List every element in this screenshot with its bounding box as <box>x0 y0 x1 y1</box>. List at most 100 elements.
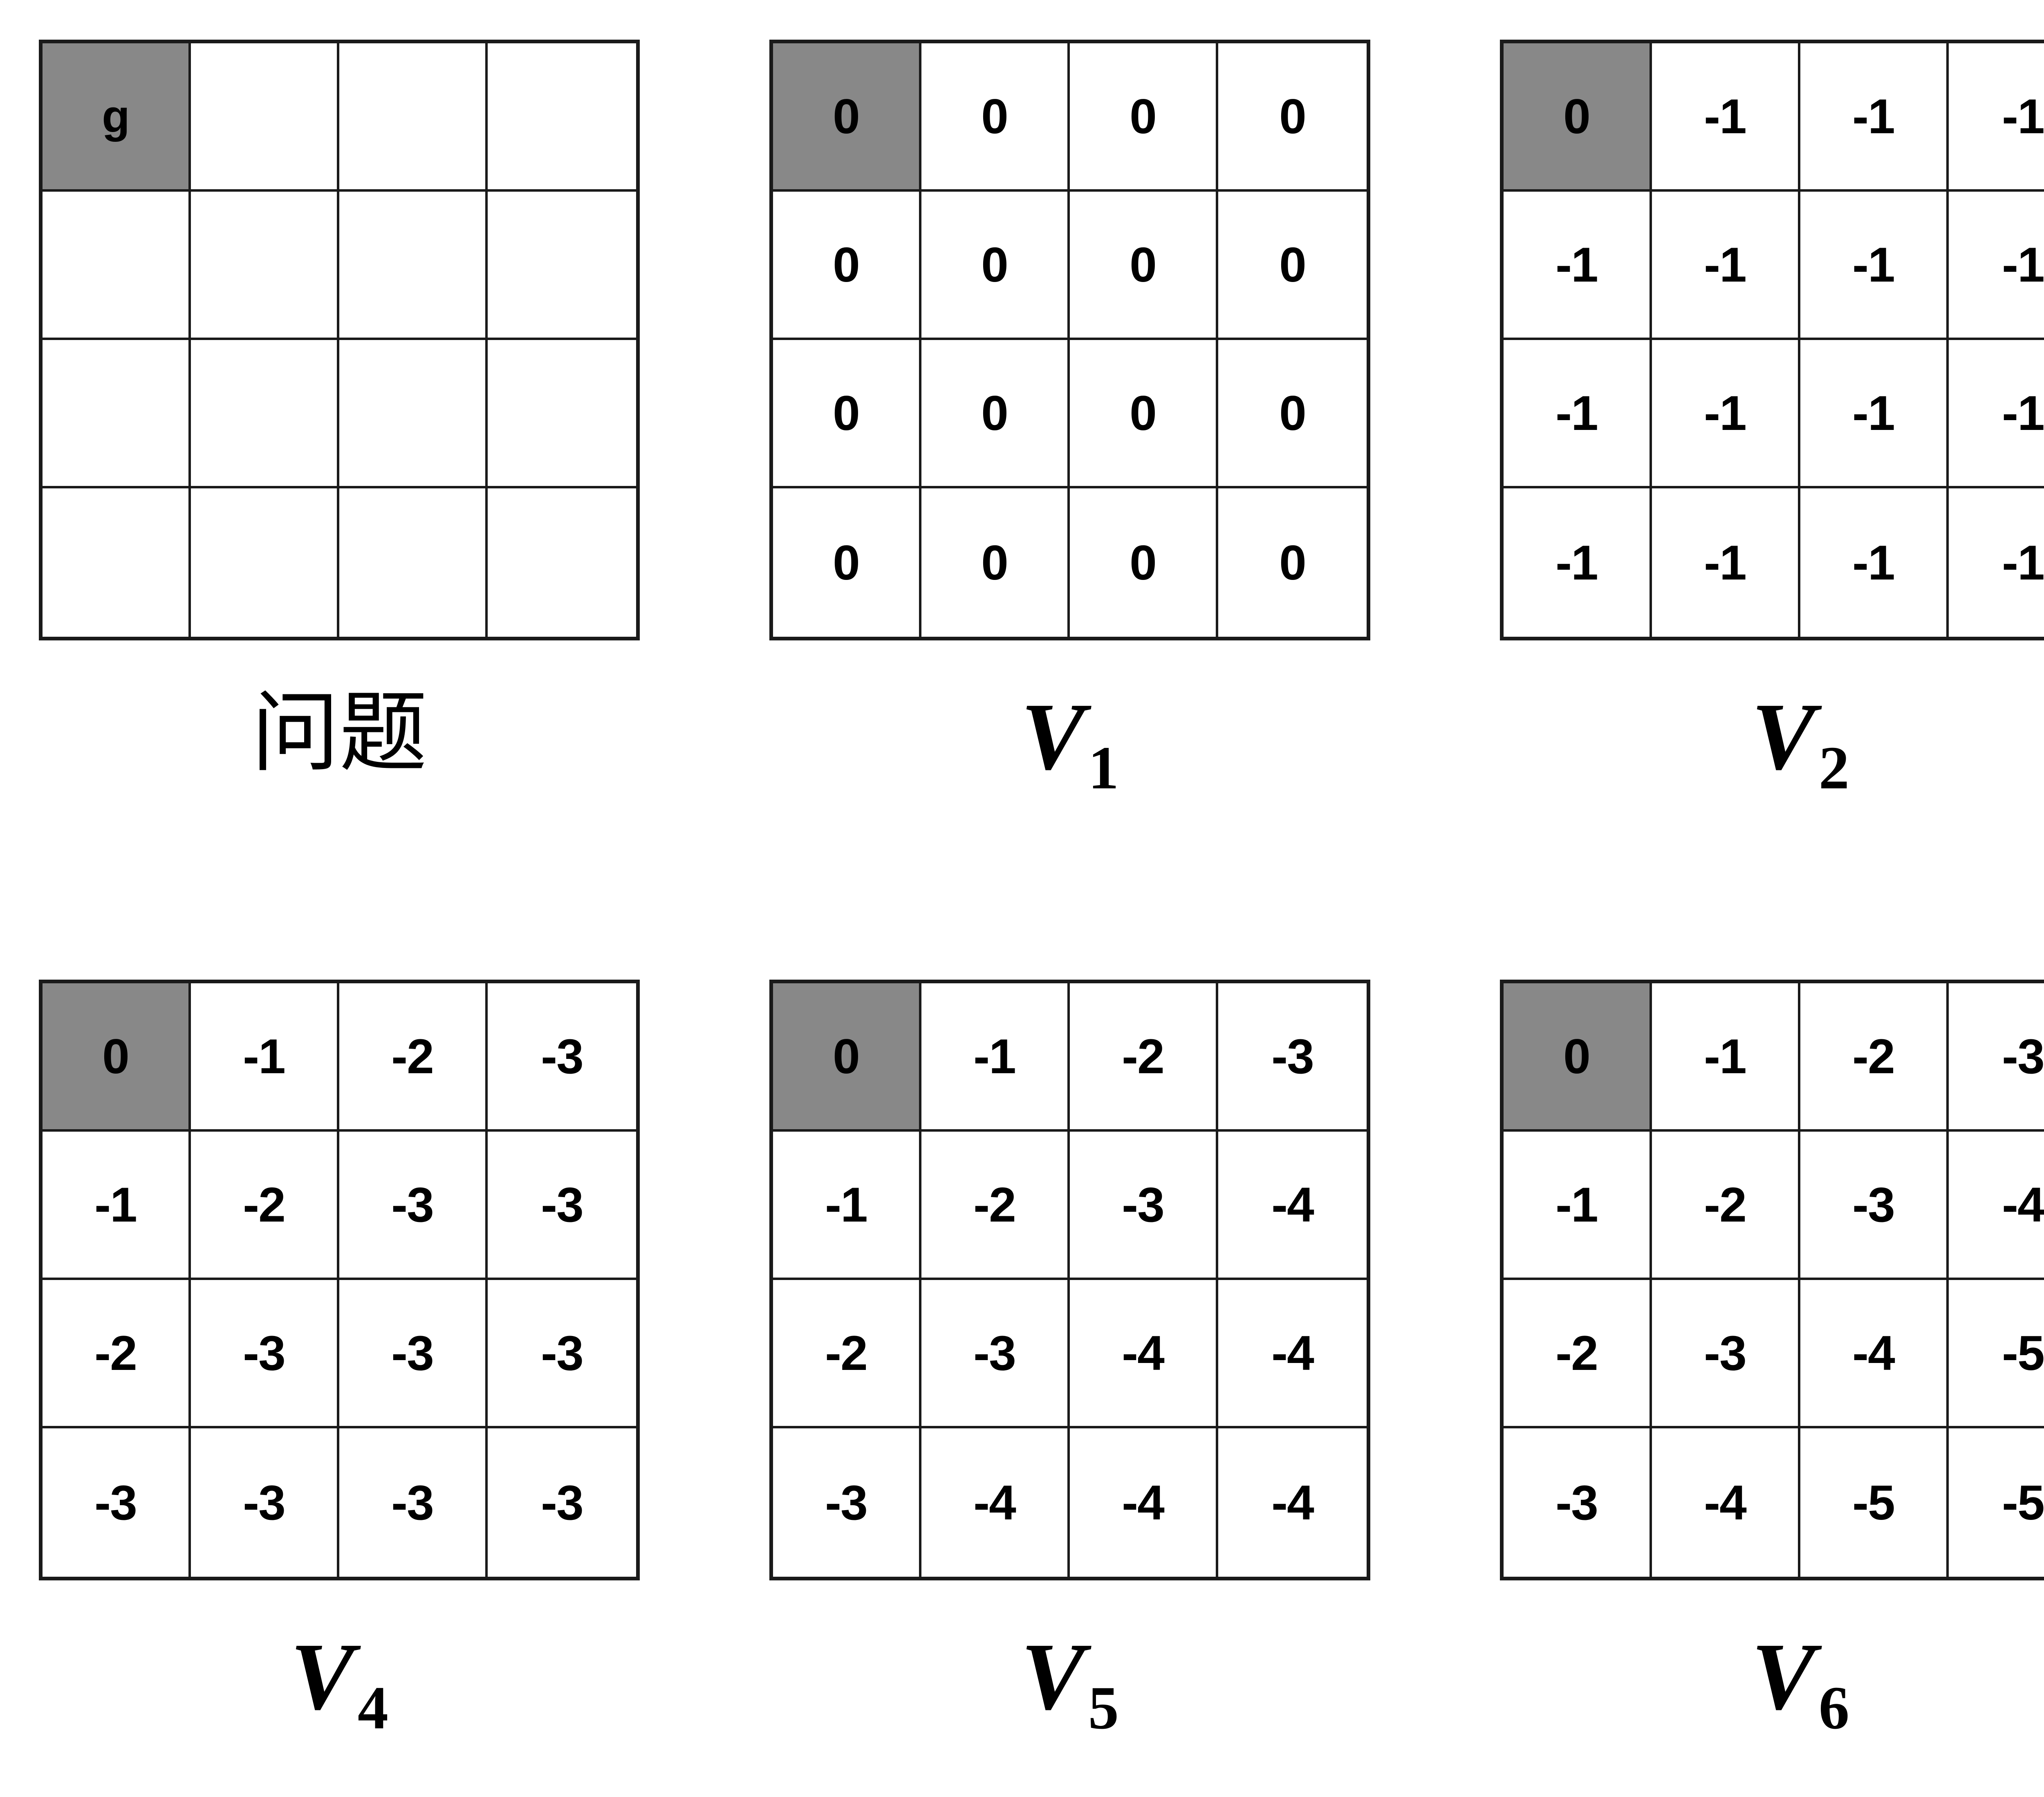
cell-r1-c2 <box>339 192 488 340</box>
cell-r3-c0: -3 <box>43 1428 191 1577</box>
cell-r1-c3: 0 <box>1218 192 1367 340</box>
cell-r1-c1: -2 <box>191 1132 339 1280</box>
cell-r0-c0: 0 <box>773 983 921 1132</box>
cell-r2-c1: -3 <box>921 1280 1070 1428</box>
cell-r0-c3: -1 <box>1949 43 2044 192</box>
cell-r0-c2 <box>339 43 488 192</box>
cell-r3-c0: 0 <box>773 488 921 637</box>
caption-subscript-v6: 6 <box>1818 1674 1849 1742</box>
cell-r0-c3: -3 <box>1218 983 1367 1132</box>
caption-subscript-v2: 2 <box>1818 734 1849 802</box>
cell-r1-c3: -1 <box>1949 192 2044 340</box>
cell-r0-c0: 0 <box>1504 43 1652 192</box>
grid-v2: 0-1-1-1-1-1-1-1-1-1-1-1-1-1-1-1 <box>1500 40 2044 640</box>
cell-r3-c2: -1 <box>1800 488 1949 637</box>
cell-r3-c2 <box>339 488 488 637</box>
cell-r3-c1: -4 <box>921 1428 1070 1577</box>
cell-r1-c3: -4 <box>1949 1132 2044 1280</box>
cell-r0-c3: -3 <box>1949 983 2044 1132</box>
cell-r0-c2: 0 <box>1070 43 1218 192</box>
cell-r0-c0: 0 <box>773 43 921 192</box>
cell-r0-c0: 0 <box>1504 983 1652 1132</box>
cell-r3-c1: -1 <box>1652 488 1800 637</box>
cell-r2-c0: 0 <box>773 340 921 488</box>
cell-r0-c3: 0 <box>1218 43 1367 192</box>
cell-r0-c2: -2 <box>1070 983 1218 1132</box>
cell-r2-c3: -3 <box>488 1280 636 1428</box>
cell-r3-c3: -1 <box>1949 488 2044 637</box>
caption-problem: 问题 <box>251 689 427 824</box>
cell-r3-c1: -4 <box>1652 1428 1800 1577</box>
cell-r0-c1: -1 <box>1652 983 1800 1132</box>
cell-r1-c0: -1 <box>773 1132 921 1280</box>
caption-label-v6: V6 <box>1751 1629 1849 1739</box>
cell-r2-c3 <box>488 340 636 488</box>
cell-r3-c0: -3 <box>773 1428 921 1577</box>
cell-r1-c3: -3 <box>488 1132 636 1280</box>
cell-r3-c2: -3 <box>339 1428 488 1577</box>
cell-r2-c1: -3 <box>1652 1280 1800 1428</box>
cell-r0-c2: -2 <box>1800 983 1949 1132</box>
cell-r3-c3: -4 <box>1218 1428 1367 1577</box>
cell-r1-c1: -1 <box>1652 192 1800 340</box>
cell-r1-c3 <box>488 192 636 340</box>
cell-r1-c1: -2 <box>921 1132 1070 1280</box>
cell-r2-c3: -1 <box>1949 340 2044 488</box>
cell-r0-c1: -1 <box>191 983 339 1132</box>
caption-base-v1: V <box>1021 683 1085 790</box>
cell-r3-c2: -5 <box>1800 1428 1949 1577</box>
cell-r1-c1: -2 <box>1652 1132 1800 1280</box>
cell-r2-c2: -3 <box>339 1280 488 1428</box>
cell-r2-c0: -2 <box>1504 1280 1652 1428</box>
cell-r3-c2: 0 <box>1070 488 1218 637</box>
cell-r2-c0: -2 <box>773 1280 921 1428</box>
cell-r1-c1: 0 <box>921 192 1070 340</box>
cell-r0-c1: -1 <box>1652 43 1800 192</box>
cell-r1-c2: -3 <box>1070 1132 1218 1280</box>
caption-v1: V1 <box>1021 689 1119 824</box>
cell-r2-c2: -4 <box>1800 1280 1949 1428</box>
cell-r2-c0 <box>43 340 191 488</box>
cell-r1-c0: -1 <box>1504 1132 1652 1280</box>
caption-label-v5: V5 <box>1021 1629 1119 1739</box>
caption-label-v2: V2 <box>1751 689 1849 799</box>
cell-r1-c1 <box>191 192 339 340</box>
caption-base-v6: V <box>1751 1623 1815 1730</box>
cell-r3-c3: -5 <box>1949 1428 2044 1577</box>
cell-r0-c3: -3 <box>488 983 636 1132</box>
cell-r1-c3: -4 <box>1218 1132 1367 1280</box>
cell-r3-c1: -3 <box>191 1428 339 1577</box>
cell-r0-c1: -1 <box>921 983 1070 1132</box>
caption-base-v2: V <box>1751 683 1815 790</box>
caption-v4: V4 <box>290 1629 388 1763</box>
cell-r1-c0: 0 <box>773 192 921 340</box>
caption-base-v4: V <box>290 1623 354 1730</box>
cell-r2-c2: 0 <box>1070 340 1218 488</box>
caption-label-problem: 问题 <box>251 681 427 784</box>
cell-r2-c1: 0 <box>921 340 1070 488</box>
cell-r0-c0: g <box>43 43 191 192</box>
caption-subscript-v4: 4 <box>357 1674 388 1742</box>
cell-r3-c0 <box>43 488 191 637</box>
caption-subscript-v5: 5 <box>1088 1674 1119 1742</box>
cell-r2-c3: -5 <box>1949 1280 2044 1428</box>
grid-v6: 0-1-2-3-1-2-3-4-2-3-4-5-3-4-5-5 <box>1500 980 2044 1580</box>
cell-r2-c2: -1 <box>1800 340 1949 488</box>
cell-r3-c0: -3 <box>1504 1428 1652 1577</box>
caption-base-v5: V <box>1021 1623 1085 1730</box>
cell-r1-c2: -3 <box>339 1132 488 1280</box>
cell-r2-c2: -4 <box>1070 1280 1218 1428</box>
cell-r3-c3: -3 <box>488 1428 636 1577</box>
cell-r1-c2: -3 <box>1800 1132 1949 1280</box>
cell-r3-c1 <box>191 488 339 637</box>
cell-r2-c2 <box>339 340 488 488</box>
cell-r2-c0: -1 <box>1504 340 1652 488</box>
cell-r1-c0: -1 <box>43 1132 191 1280</box>
